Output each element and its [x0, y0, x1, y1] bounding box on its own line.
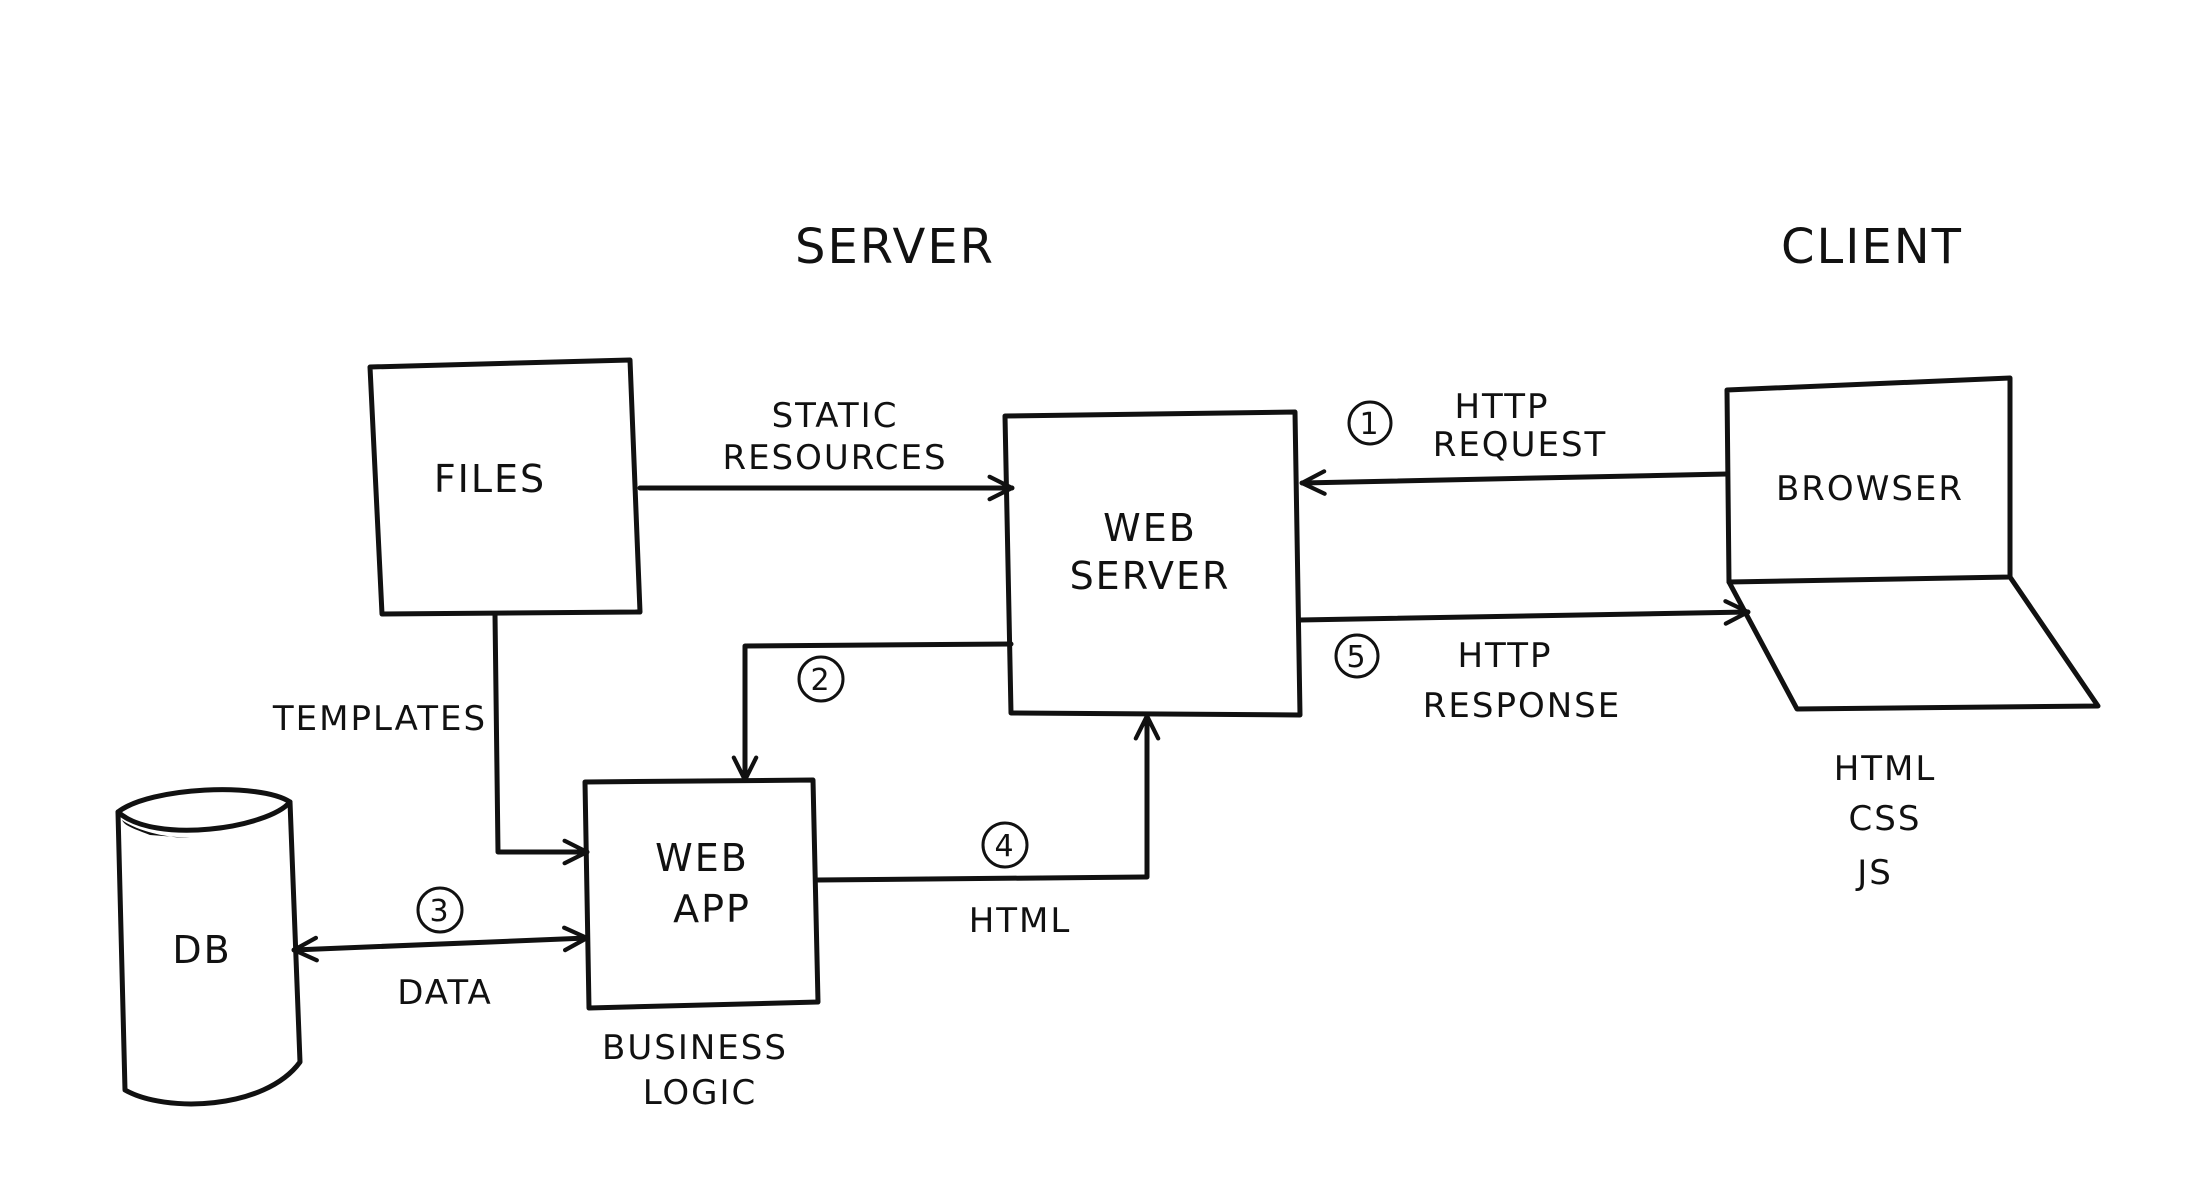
step-4-label: 4: [994, 829, 1015, 864]
http-response-label-line2: RESPONSE: [1423, 686, 1621, 726]
edge-static-resources: STATIC RESOURCES: [637, 396, 1015, 502]
browser-node: BROWSER: [1724, 375, 2101, 712]
db-label: DB: [172, 928, 231, 972]
db-body: [115, 799, 303, 1107]
step-5-label: 5: [1346, 640, 1367, 675]
step-3-circle: [416, 886, 464, 934]
files-box: [367, 357, 643, 617]
templates-label: TEMPLATES: [272, 699, 487, 739]
step-2-circle: [797, 655, 845, 703]
client-heading: CLIENT: [1781, 219, 1963, 275]
step-4-arrow: [815, 713, 1161, 883]
files-label: FILES: [434, 457, 546, 501]
browser-label: BROWSER: [1776, 469, 1964, 509]
http-request-label-line1: HTTP: [1454, 387, 1549, 427]
http-response-label-line1: HTTP: [1457, 636, 1552, 676]
server-heading: SERVER: [795, 219, 995, 275]
data-label: DATA: [397, 973, 493, 1013]
step-4-circle: [981, 821, 1029, 869]
client-tech-html: HTML: [1834, 749, 1937, 789]
edge-step-2: 2: [731, 641, 1014, 783]
laptop-keyboard: [1726, 574, 2101, 712]
step-2-arrow: [731, 641, 1014, 783]
web-app-node: WEB APP: [582, 777, 821, 1011]
data-arrow: [291, 925, 590, 963]
web-app-label-line2: APP: [673, 887, 751, 931]
step-1-circle: [1347, 400, 1393, 446]
business-logic-line1: BUSINESS: [602, 1028, 788, 1068]
web-server-node: WEB SERVER: [1002, 409, 1303, 718]
edge-http-request: 1 HTTP REQUEST: [1299, 387, 1730, 496]
web-app-label-line1: WEB: [655, 836, 749, 880]
step-5-circle: [1334, 633, 1380, 679]
business-logic-line2: LOGIC: [643, 1073, 758, 1113]
edge-data: 3 DATA: [291, 886, 590, 1013]
step-1-label: 1: [1359, 407, 1380, 442]
edge-templates: TEMPLATES: [272, 611, 590, 866]
step-3-label: 3: [429, 894, 450, 929]
db-top: [115, 787, 293, 833]
http-request-label-line2: REQUEST: [1433, 425, 1608, 465]
http-request-arrow: [1299, 469, 1730, 496]
files-node: FILES: [367, 357, 643, 617]
static-resources-label-line2: RESOURCES: [722, 438, 947, 478]
http-response-arrow: [1297, 599, 1751, 626]
client-tech-js: JS: [1855, 853, 1893, 893]
web-server-label-line1: WEB: [1103, 506, 1197, 550]
edge-http-response: 5 HTTP RESPONSE: [1297, 599, 1751, 726]
edge-step-4: 4 HTML: [815, 713, 1161, 941]
web-server-box: [1002, 409, 1303, 718]
db-top-shade: [122, 820, 190, 838]
db-node: DB: [115, 787, 303, 1107]
templates-arrow: [492, 611, 590, 866]
html-label: HTML: [969, 901, 1072, 941]
step-2-label: 2: [810, 663, 831, 698]
web-server-label-line2: SERVER: [1070, 554, 1231, 598]
static-resources-label-line1: STATIC: [772, 396, 899, 436]
client-tech-css: CSS: [1849, 799, 1922, 839]
